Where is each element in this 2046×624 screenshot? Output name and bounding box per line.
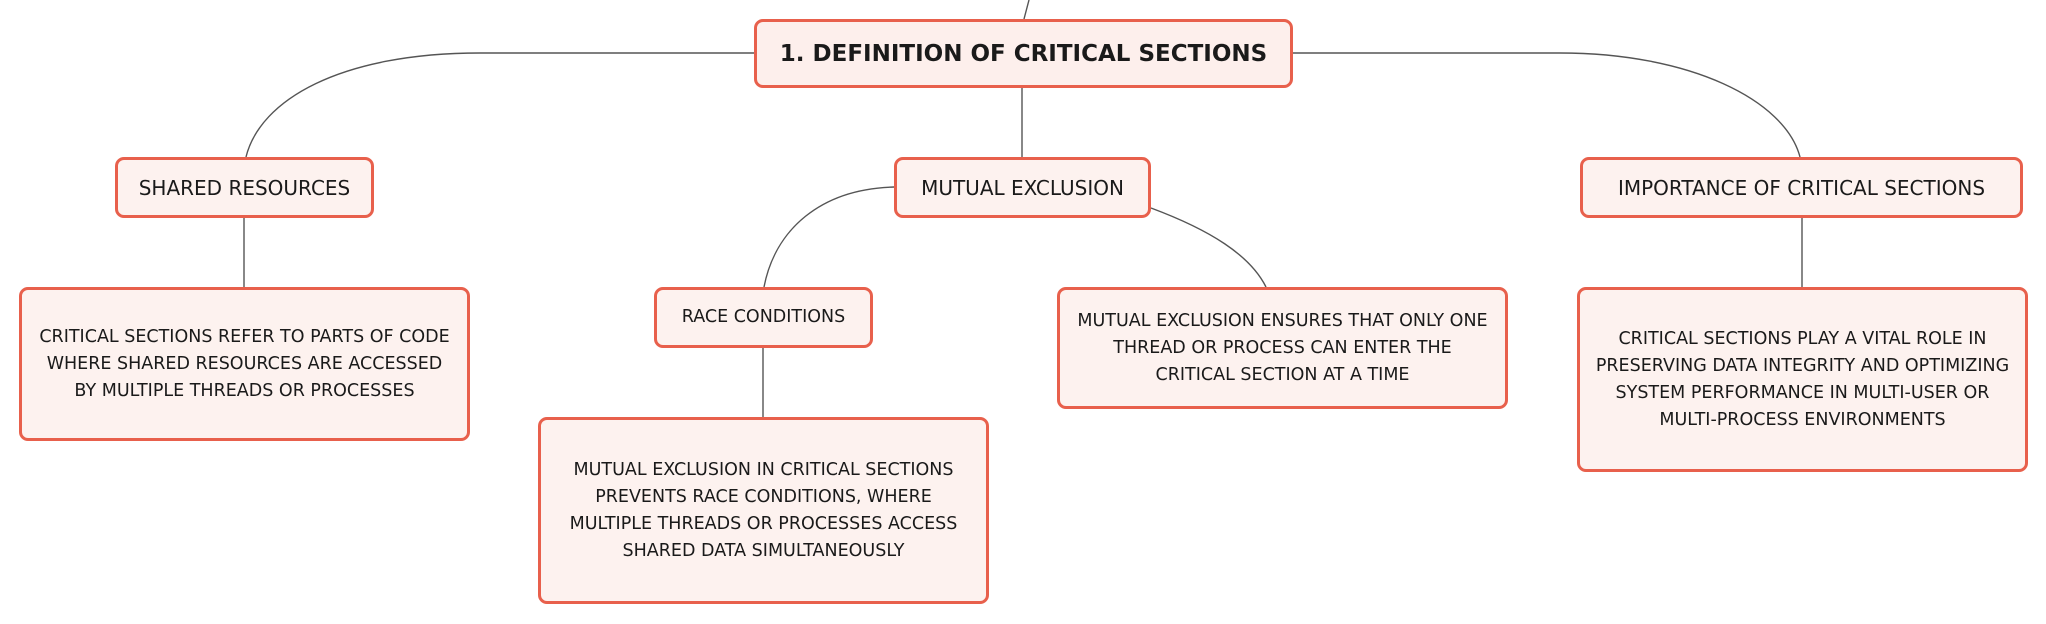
subtopic-node-race-conditions[interactable]: RACE CONDITIONS xyxy=(654,287,873,348)
description-node-mutual-exclusion[interactable]: MUTUAL EXCLUSION ENSURES THAT ONLY ONE T… xyxy=(1057,287,1508,409)
connector-root-importance xyxy=(1293,52,1801,158)
topic-label-mutual-exclusion: MUTUAL EXCLUSION xyxy=(921,175,1124,200)
description-text-importance: CRITICAL SECTIONS PLAY A VITAL ROLE IN P… xyxy=(1595,328,2010,430)
root-topic-label: 1. DEFINITION OF CRITICAL SECTIONS xyxy=(779,40,1268,67)
connector-mutual-race xyxy=(763,186,895,288)
description-node-importance[interactable]: CRITICAL SECTIONS PLAY A VITAL ROLE IN P… xyxy=(1577,287,2028,472)
description-node-race-conditions[interactable]: MUTUAL EXCLUSION IN CRITICAL SECTIONS PR… xyxy=(538,417,989,604)
topic-node-importance[interactable]: IMPORTANCE OF CRITICAL SECTIONS xyxy=(1580,157,2023,218)
description-node-shared-resources[interactable]: CRITICAL SECTIONS REFER TO PARTS OF CODE… xyxy=(19,287,470,441)
connector-root-parent xyxy=(1023,0,1030,20)
topic-label-importance: IMPORTANCE OF CRITICAL SECTIONS xyxy=(1617,175,1986,200)
topic-node-shared-resources[interactable]: SHARED RESOURCES xyxy=(115,157,374,218)
description-text-mutual-exclusion: MUTUAL EXCLUSION ENSURES THAT ONLY ONE T… xyxy=(1077,310,1488,385)
connector-root-shared xyxy=(245,52,754,158)
subtopic-label-race-conditions: RACE CONDITIONS xyxy=(681,307,846,327)
connector-mutual-desc xyxy=(1150,207,1267,288)
topic-label-shared-resources: SHARED RESOURCES xyxy=(138,175,351,200)
topic-node-mutual-exclusion[interactable]: MUTUAL EXCLUSION xyxy=(894,157,1151,218)
description-text-shared-resources: CRITICAL SECTIONS REFER TO PARTS OF CODE… xyxy=(39,326,450,401)
root-topic-node[interactable]: 1. DEFINITION OF CRITICAL SECTIONS xyxy=(754,19,1293,88)
description-text-race-conditions: MUTUAL EXCLUSION IN CRITICAL SECTIONS PR… xyxy=(569,459,958,561)
